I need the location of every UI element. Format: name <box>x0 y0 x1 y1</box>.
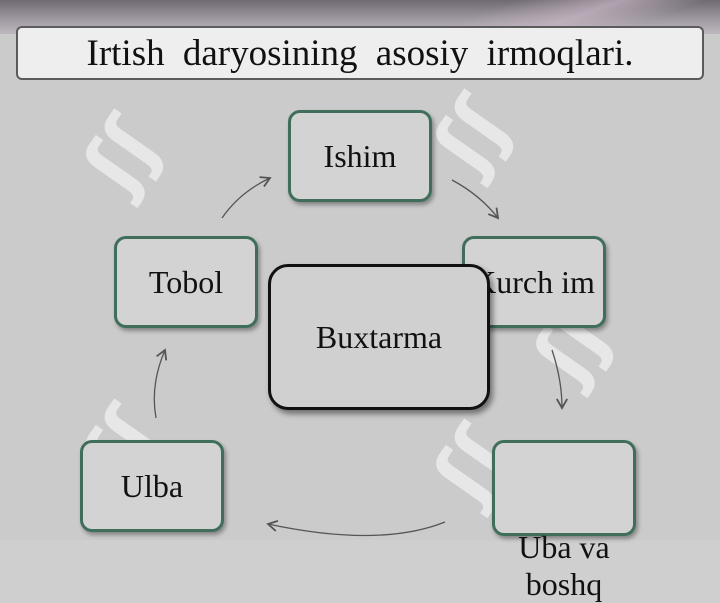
title-banner: Irtish daryosining asosiy irmoqlari. <box>16 26 704 80</box>
node-center-label: Buxtarma <box>315 318 443 355</box>
node-tobol-label: Tobol <box>148 263 224 300</box>
node-ishim: Ishim <box>288 110 432 202</box>
arrow-ulba-to-tobol <box>153 348 168 419</box>
arrow-uba-to-ulba <box>266 519 446 537</box>
node-center-buxtarma: Buxtarma <box>268 264 490 410</box>
node-tobol: Tobol <box>114 236 258 328</box>
node-uba-label: Uba va boshq <box>518 529 610 603</box>
arrow-ishim-to-kurchim <box>451 179 500 220</box>
node-ishim-label: Ishim <box>323 137 397 174</box>
cycle-arrows <box>153 176 568 537</box>
slide-title: Irtish daryosining asosiy irmoqlari. <box>86 32 634 74</box>
node-ulba-label: Ulba <box>120 467 184 504</box>
node-uba: Uba va boshq <box>492 440 636 602</box>
node-kurchim-label: Kurch im <box>473 263 595 300</box>
arrow-kurchim-to-uba <box>551 349 568 410</box>
arrow-tobol-to-ishim <box>221 176 272 219</box>
node-ulba: Ulba <box>80 440 224 532</box>
